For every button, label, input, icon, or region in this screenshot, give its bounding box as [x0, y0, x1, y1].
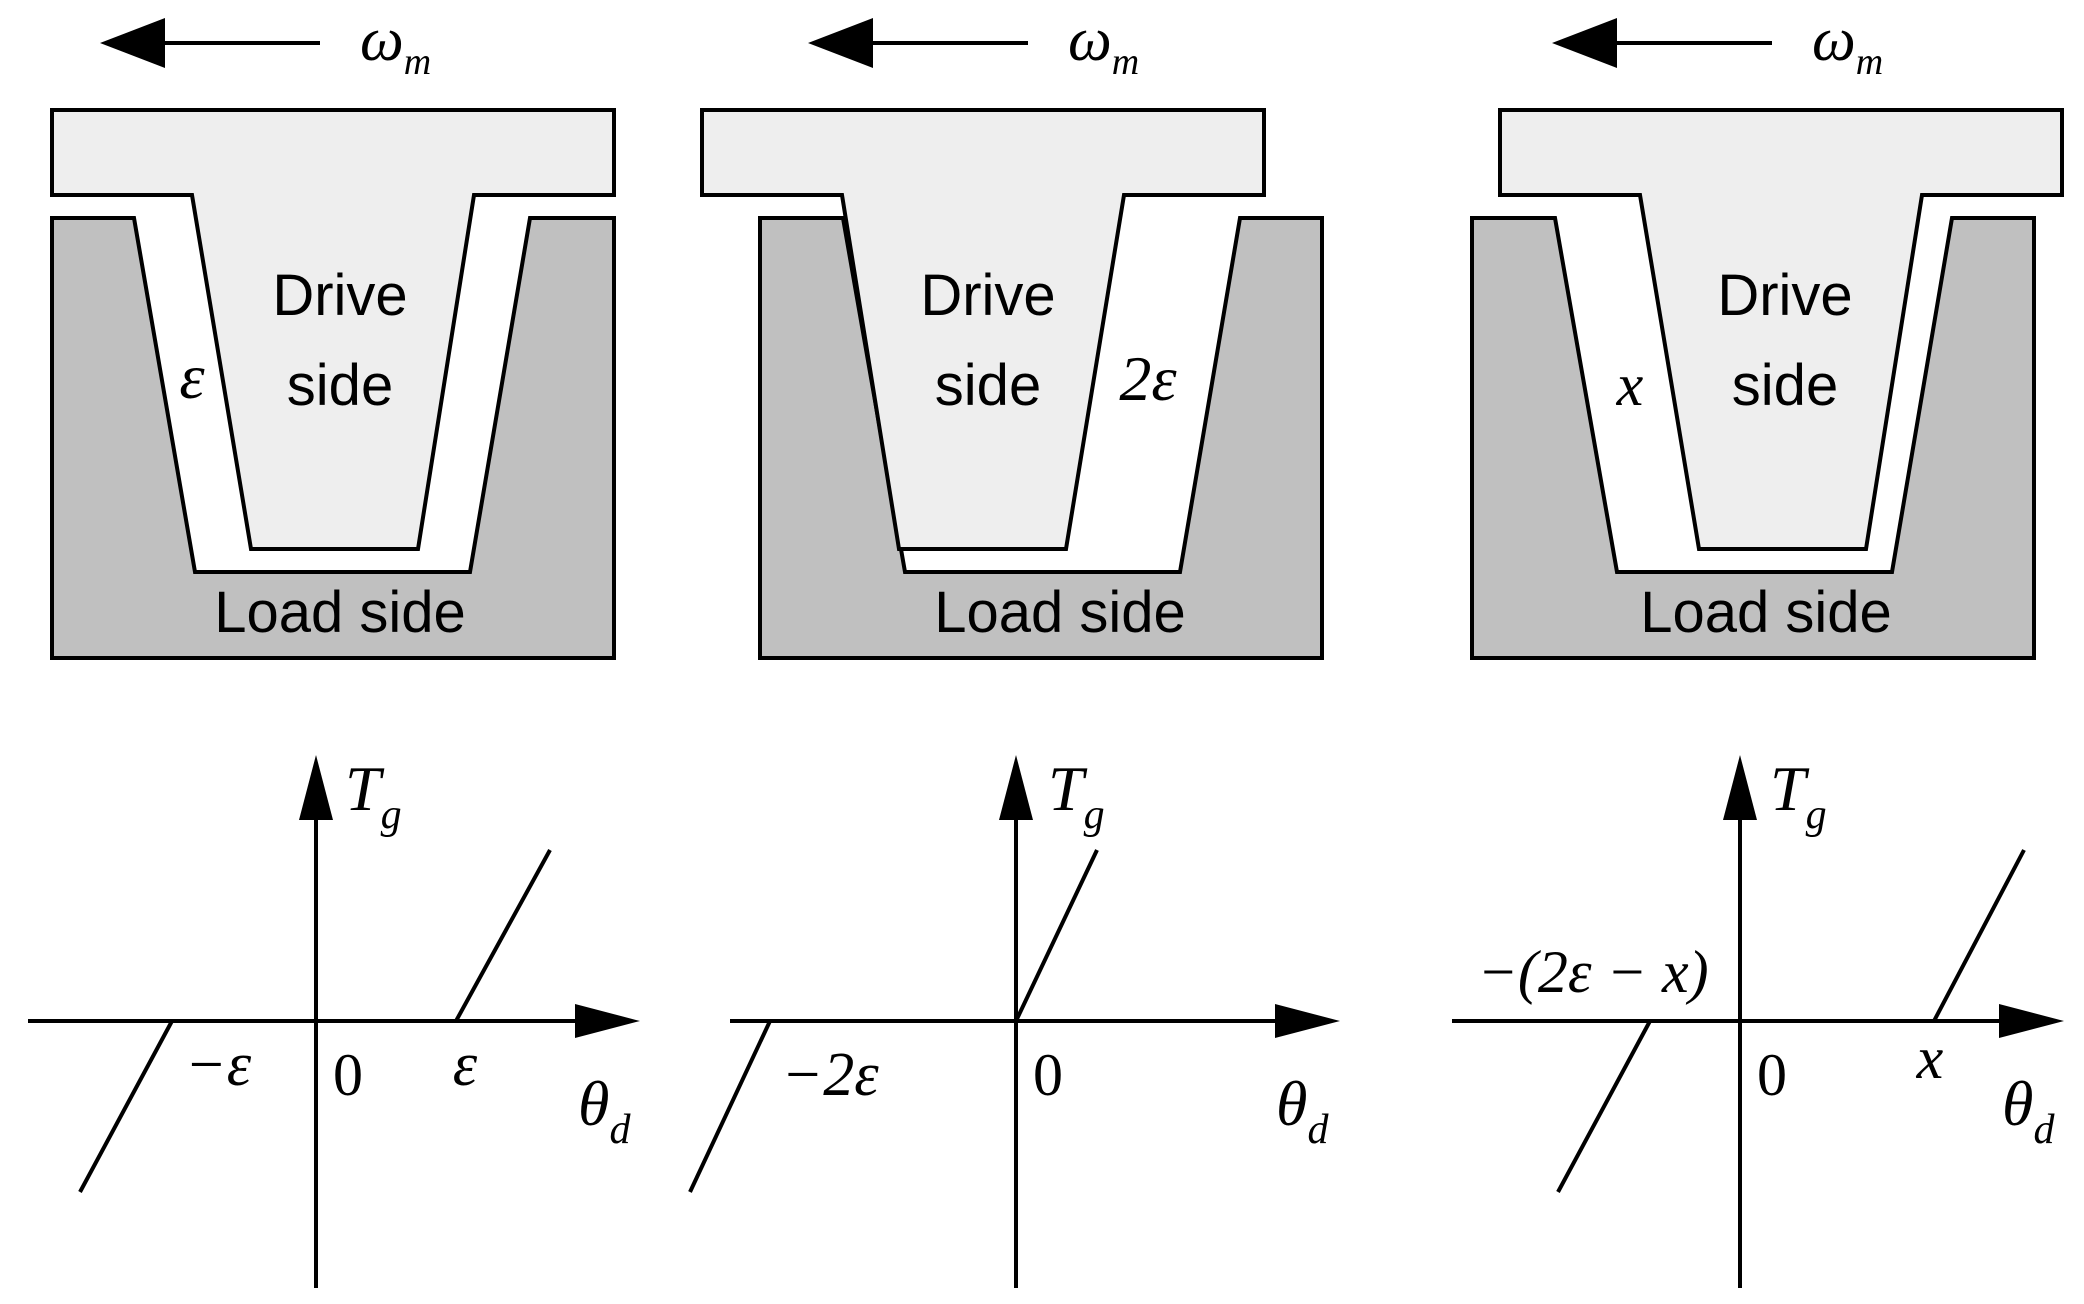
drive-label-line2: side — [1732, 353, 1838, 418]
drive-label-line2: side — [935, 353, 1041, 418]
angle-axis-arrow-icon — [575, 1004, 640, 1038]
panel-3: ωm Drive side Load side x Tg θd 0 −(2ε −… — [1452, 6, 2064, 1288]
angle-label: θd — [578, 1068, 631, 1153]
angle-label: θd — [2002, 1068, 2055, 1153]
char-positive — [1014, 849, 1099, 1022]
angle-label: θd — [1276, 1068, 1329, 1153]
pos-backlash-label: x — [1916, 1025, 1944, 1091]
omega-label: ωm — [360, 6, 431, 83]
gap-label: ε — [179, 341, 205, 412]
drive-side-tooth — [1498, 108, 2064, 551]
origin-label: 0 — [1757, 1042, 1787, 1108]
neg-backlash-label: −(2ε − x) — [1477, 939, 1708, 1005]
torque-label: Tg — [345, 753, 402, 838]
char-positive — [454, 849, 552, 1022]
char-negative — [688, 1020, 772, 1193]
drive-side-tooth — [700, 108, 1266, 551]
torque-axis-arrow-icon — [999, 755, 1033, 820]
omega-label: ωm — [1068, 6, 1139, 83]
char-positive — [1932, 849, 2026, 1022]
load-label: Load side — [934, 580, 1186, 645]
rotation-arrow-icon — [808, 18, 1028, 68]
drive-label-line1: Drive — [272, 263, 407, 328]
char-negative — [1556, 1020, 1652, 1193]
load-side-block — [50, 216, 616, 660]
torque-axis-arrow-icon — [1723, 755, 1757, 820]
omega-label: ωm — [1812, 6, 1883, 83]
drive-side-tooth — [50, 108, 616, 551]
gap-label: 2ε — [1119, 343, 1177, 414]
rotation-arrow-icon — [100, 18, 320, 68]
torque-graph-1: Tg θd 0 −ε ε — [28, 753, 640, 1288]
angle-axis-arrow-icon — [1999, 1004, 2064, 1038]
pos-backlash-label: ε — [453, 1031, 478, 1099]
origin-label: 0 — [1033, 1042, 1063, 1108]
neg-backlash-label: −2ε — [781, 1041, 879, 1109]
torque-axis-arrow-icon — [299, 755, 333, 820]
load-side-block — [1470, 216, 2036, 660]
torque-graph-2: Tg θd 0 −2ε — [688, 753, 1340, 1288]
panel-1: ωm Drive side Load side ε Tg θd 0 −ε ε — [28, 6, 640, 1288]
torque-label: Tg — [1048, 753, 1105, 838]
panel-2: ωm Drive side Load side 2ε Tg θd 0 −2ε — [688, 6, 1340, 1288]
torque-label: Tg — [1770, 753, 1827, 838]
load-label: Load side — [1640, 580, 1892, 645]
load-label: Load side — [214, 580, 466, 645]
drive-label-line1: Drive — [1717, 263, 1852, 328]
torque-graph-3: Tg θd 0 −(2ε − x) x — [1452, 753, 2064, 1288]
angle-axis-arrow-icon — [1275, 1004, 1340, 1038]
char-negative — [78, 1020, 174, 1193]
rotation-arrow-icon — [1552, 18, 1772, 68]
drive-label-line2: side — [287, 353, 393, 418]
gap-label: x — [1616, 352, 1644, 418]
neg-backlash-label: −ε — [185, 1031, 252, 1099]
drive-label-line1: Drive — [920, 263, 1055, 328]
origin-label: 0 — [333, 1042, 363, 1108]
